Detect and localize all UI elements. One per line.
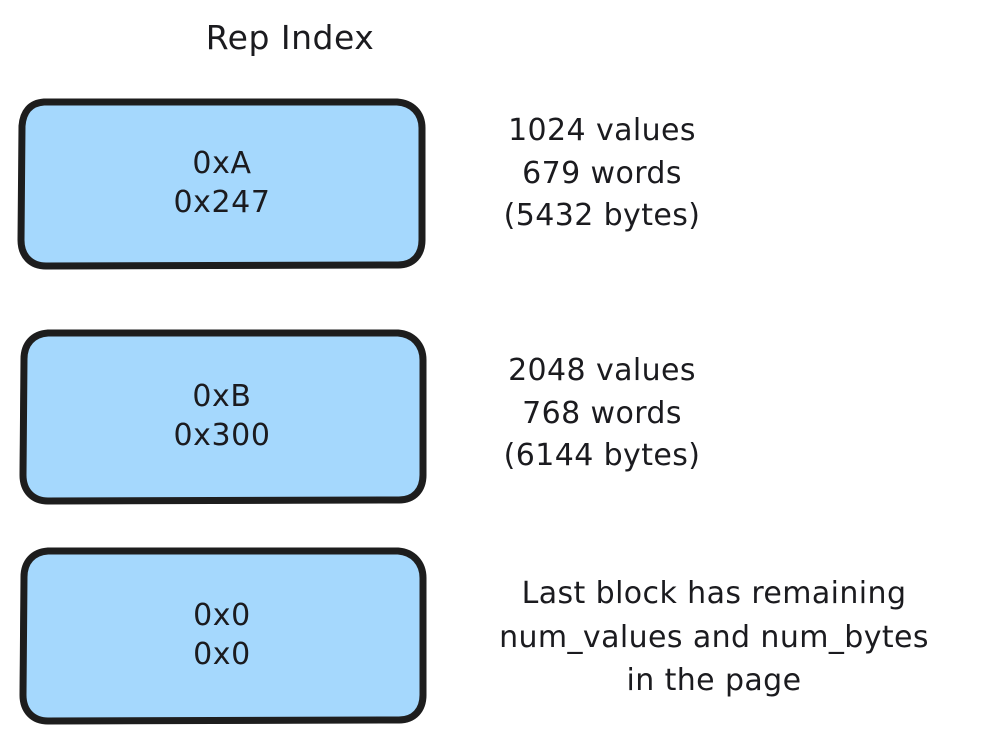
block-1-line-2: 0x247 [173, 185, 271, 220]
rep-index-block-2[interactable]: 0xB 0x300 [19, 329, 427, 505]
block-2-annotation-bytes: (6144 bytes) [503, 438, 701, 474]
block-3-annotation-line-1: Last block has remaining [521, 576, 907, 611]
page-title: Rep Index [205, 18, 375, 57]
block-3-line-1: 0x0 [193, 598, 251, 633]
block-1-line-1: 0xA [192, 146, 252, 181]
block-1-labels: 0xA 0x247 [173, 144, 270, 222]
block-3-annotation: Last block has remaining num_values and … [438, 572, 990, 703]
block-3-annotation-line-3: in the page [626, 663, 802, 698]
block-1-annotation-words: 679 words [522, 155, 682, 191]
rep-index-block-3[interactable]: 0x0 0x0 [19, 547, 427, 725]
block-2-line-1: 0xB [192, 379, 252, 414]
block-1-annotation-bytes: (5432 bytes) [503, 198, 701, 234]
block-1-annotation: 1024 values 679 words (5432 bytes) [452, 110, 752, 238]
block-3-line-2: 0x0 [193, 637, 251, 672]
block-3-labels: 0x0 0x0 [193, 596, 251, 674]
block-1-shape [17, 98, 426, 270]
block-2-annotation: 2048 values 768 words (6144 bytes) [452, 350, 752, 478]
rep-index-block-1[interactable]: 0xA 0x247 [17, 98, 426, 270]
block-2-line-2: 0x300 [173, 418, 271, 453]
block-2-annotation-values: 2048 values [508, 353, 696, 388]
block-3-annotation-line-2: num_values and num_bytes [499, 619, 929, 655]
block-1-annotation-values: 1024 values [508, 113, 696, 148]
block-2-shape [19, 329, 427, 505]
block-3-shape [19, 547, 427, 725]
block-2-labels: 0xB 0x300 [173, 377, 270, 455]
block-2-annotation-words: 768 words [522, 395, 682, 431]
